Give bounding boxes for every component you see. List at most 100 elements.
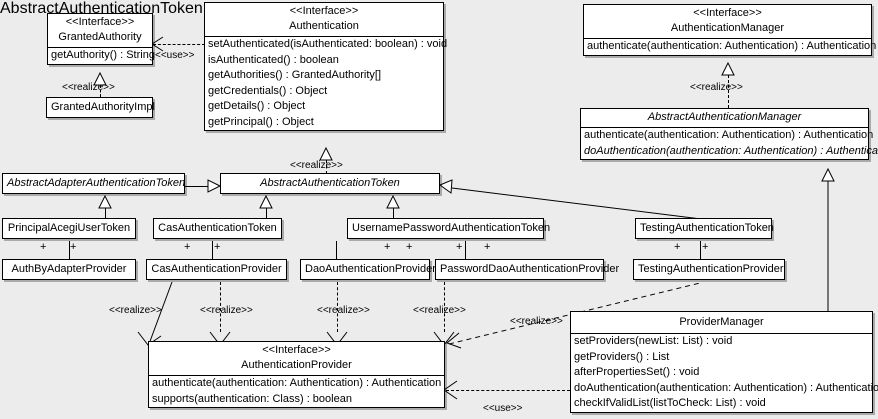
realize-line-password-dao-provider: [444, 282, 445, 332]
class-header-abstract-authentication-token: AbstractAuthenticationToken: [221, 174, 439, 193]
class-name-testing-authentication-token: TestingAuthenticationToken: [640, 222, 774, 234]
operation-check-if-valid-list: checkIfValidList(listToCheck: List) : vo…: [574, 397, 766, 409]
multiplicity-userpass-token-2: +: [406, 241, 413, 253]
class-name-granted-authority: GrantedAuthority: [58, 31, 142, 43]
class-granted-authority-impl[interactable]: GrantedAuthorityImpl: [46, 97, 155, 118]
class-name-principal-acegi-user-token: PrincipalAcegiUserToken: [7, 222, 131, 234]
operation-is-authenticated: isAuthenticated() : boolean: [208, 53, 339, 66]
class-header-username-password-authentication-token: UsernamePasswordAuthenticationToken: [348, 219, 551, 238]
realize-line-cas-provider: [220, 282, 221, 332]
class-testing-authentication-provider[interactable]: TestingAuthenticationProvider: [633, 259, 785, 280]
multiplicity-cas-token-right: +: [214, 241, 221, 253]
class-principal-acegi-user-token[interactable]: PrincipalAcegiUserToken: [2, 218, 136, 239]
generalization-leg-cas-token: [266, 208, 267, 218]
label-realize-abstract-authentication-token: <<realize>>: [290, 160, 343, 171]
operation-get-credentials: getCredentials() : Object: [208, 84, 328, 97]
generalization-arrowhead-abstract-adapter-token: [98, 194, 112, 209]
operations-authentication-provider: authenticate(authentication: Authenticat…: [149, 375, 444, 407]
association-line-userpass-dao-provider: [336, 241, 337, 259]
class-password-dao-authentication-provider[interactable]: PasswordDaoAuthenticationProvider: [435, 259, 619, 280]
class-authentication-provider[interactable]: <<Interface>> AuthenticationProvider aut…: [148, 341, 445, 408]
class-provider-manager[interactable]: ProviderManager setProviders(newList: Li…: [570, 311, 878, 413]
class-name-cas-authentication-token: CasAuthenticationToken: [158, 222, 277, 234]
operation-authenticate-abstract-manager: authenticate(authentication: Authenticat…: [584, 129, 874, 141]
realize-arrowhead-authentication: [319, 146, 333, 161]
class-header-abstract-adapter-authentication-token: AbstractAdapterAuthenticationToken: [3, 174, 185, 193]
operation-get-authorities: getAuthorities() : GrantedAuthority[]: [208, 69, 382, 81]
label-realize-abstract-authentication-manager: <<realize>>: [690, 82, 743, 93]
class-name-testing-authentication-provider: TestingAuthenticationProvider: [638, 263, 784, 275]
stereotype-authentication-provider: <<Interface>>: [262, 344, 331, 356]
use-line-provider-manager: [446, 390, 570, 391]
generalization-arrowhead-abstract-token-testing: [438, 179, 453, 194]
class-name-authentication: Authentication: [289, 20, 359, 32]
class-header-abstract-authentication-manager: AbstractAuthenticationManager: [581, 109, 868, 127]
operation-get-authority: getAuthority() : String: [51, 49, 155, 61]
generalization-leg-userpass-token: [393, 208, 394, 218]
class-name-username-password-authentication-token: UsernamePasswordAuthenticationToken: [352, 222, 551, 234]
operations-granted-authority: getAuthority() : String: [48, 47, 155, 64]
operation-do-authentication-provider-manager: doAuthentication(authentication: Authent…: [574, 381, 878, 394]
class-authentication[interactable]: <<Interface>> Authentication setAuthenti…: [204, 2, 447, 131]
class-abstract-adapter-authentication-token[interactable]: AbstractAdapterAuthenticationToken: [2, 173, 185, 194]
realize-line-abstract-authentication-manager: [728, 75, 729, 108]
multiplicity-principal-acegi-right: +: [70, 241, 77, 253]
label-realize-granted-authority-impl: <<realize>>: [62, 82, 115, 93]
operation-do-authentication-abstract-manager: doAuthentication(authentication: Authent…: [584, 144, 878, 157]
class-dao-authentication-provider[interactable]: DaoAuthenticationProvider: [300, 259, 436, 280]
multiplicity-cas-token-left: +: [184, 241, 191, 253]
class-header-granted-authority: <<Interface>> GrantedAuthority: [48, 14, 152, 47]
class-header-password-dao-authentication-provider: PasswordDaoAuthenticationProvider: [436, 260, 619, 279]
class-name-auth-by-adapter-provider: AuthByAdapterProvider: [11, 263, 127, 275]
class-auth-by-adapter-provider[interactable]: AuthByAdapterProvider: [2, 259, 136, 280]
label-realize-auth-by-adapter-provider: <<realize>>: [109, 305, 162, 316]
class-header-dao-authentication-provider: DaoAuthenticationProvider: [301, 260, 436, 279]
operation-authenticate-provider: authenticate(authentication: Authenticat…: [152, 377, 442, 389]
multiplicity-userpass-token-4: +: [484, 241, 491, 253]
generalization-line-testing-token: [451, 187, 702, 220]
operations-authentication-manager: authenticate(authentication: Authenticat…: [584, 38, 877, 55]
operation-get-providers: getProviders() : List: [574, 350, 670, 363]
multiplicity-userpass-token-1: +: [384, 241, 391, 253]
class-authentication-manager[interactable]: <<Interface>> AuthenticationManager auth…: [583, 4, 877, 56]
class-header-provider-manager: ProviderManager: [571, 312, 872, 333]
class-granted-authority[interactable]: <<Interface>> GrantedAuthority getAuthor…: [47, 13, 155, 65]
stereotype-granted-authority: <<Interface>>: [65, 16, 135, 28]
multiplicity-principal-acegi-left: +: [40, 241, 47, 253]
realize-arrowhead-testing-provider: [446, 332, 462, 349]
association-line-cas-token-provider: [212, 241, 213, 259]
class-header-authentication-manager: <<Interface>> AuthenticationManager: [584, 5, 871, 38]
operation-authenticate-manager: authenticate(authentication: Authenticat…: [587, 40, 877, 52]
class-name-provider-manager: ProviderManager: [679, 316, 764, 328]
label-use-provider-manager: <<use>>: [483, 403, 523, 414]
class-header-principal-acegi-user-token: PrincipalAcegiUserToken: [3, 219, 135, 238]
class-testing-authentication-token[interactable]: TestingAuthenticationToken: [635, 218, 774, 239]
stereotype-authentication-manager: <<Interface>>: [693, 7, 762, 19]
generalization-arrowhead-abstract-token-userpass: [386, 194, 400, 209]
class-name-abstract-authentication-manager: AbstractAuthenticationManager: [647, 111, 802, 123]
class-header-cas-authentication-provider: CasAuthenticationProvider: [147, 260, 286, 279]
class-header-authentication-provider: <<Interface>> AuthenticationProvider: [149, 342, 444, 375]
class-cas-authentication-provider[interactable]: CasAuthenticationProvider: [146, 259, 287, 280]
operations-authentication: setAuthenticated(isAuthenticated: boolea…: [205, 36, 447, 130]
multiplicity-userpass-token-3: +: [456, 241, 463, 253]
operation-after-properties-set: afterPropertiesSet() : void: [574, 366, 700, 378]
operation-get-principal: getPrincipal() : Object: [208, 115, 314, 128]
realize-line-abstract-authentication-token: [326, 160, 327, 174]
class-abstract-authentication-token[interactable]: AbstractAuthenticationToken: [220, 173, 440, 194]
class-username-password-authentication-token[interactable]: UsernamePasswordAuthenticationToken: [347, 218, 551, 239]
class-abstract-authentication-manager[interactable]: AbstractAuthenticationManager authentica…: [580, 108, 878, 160]
class-cas-authentication-token[interactable]: CasAuthenticationToken: [153, 218, 282, 239]
generalization-line-adapter-token: [185, 186, 208, 187]
class-header-auth-by-adapter-provider: AuthByAdapterProvider: [3, 260, 135, 279]
class-header-testing-authentication-token: TestingAuthenticationToken: [636, 219, 774, 238]
label-realize-password-dao-provider: <<realize>>: [413, 305, 466, 316]
class-name-granted-authority-impl: GrantedAuthorityImpl: [51, 101, 155, 113]
label-realize-testing-provider: <<realize>>: [510, 316, 563, 327]
class-header-cas-authentication-token: CasAuthenticationToken: [154, 219, 281, 238]
operations-abstract-authentication-manager: authenticate(authentication: Authenticat…: [581, 127, 878, 159]
generalization-arrowhead-abstract-authentication-token-left: [207, 179, 222, 193]
generalization-arrowhead-abstract-token-cas: [259, 194, 273, 209]
multiplicity-testing-token-right: +: [702, 241, 709, 253]
class-name-dao-authentication-provider: DaoAuthenticationProvider: [305, 263, 436, 275]
